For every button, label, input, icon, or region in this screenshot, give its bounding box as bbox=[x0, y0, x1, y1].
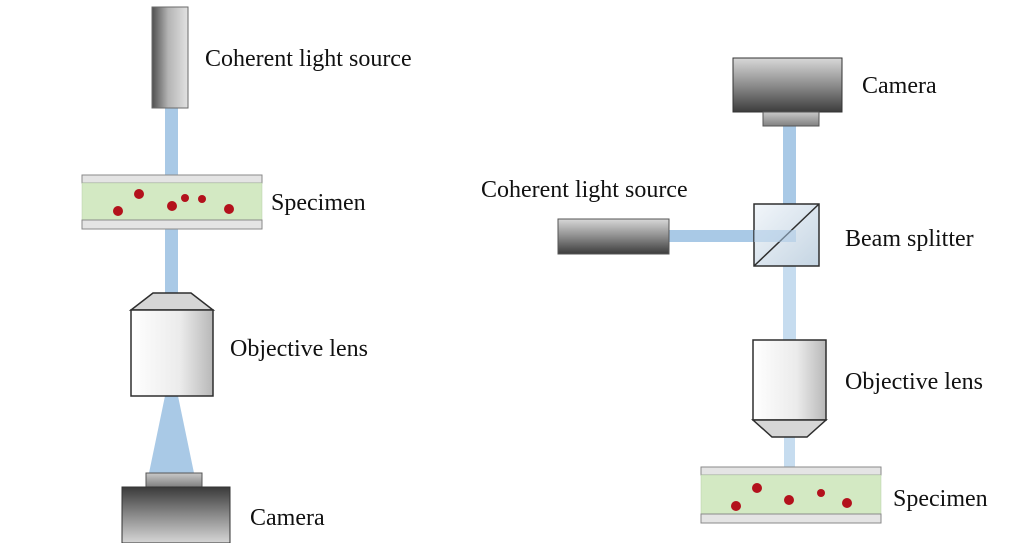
left-beam-specimen-to-lens bbox=[165, 229, 178, 293]
right-beam-splitter-to-lens bbox=[783, 266, 796, 340]
particle bbox=[842, 498, 852, 508]
left-objective-lens-label: Objective lens bbox=[230, 336, 368, 362]
particle bbox=[224, 204, 234, 214]
right-objective-lens-label: Objective lens bbox=[845, 369, 983, 395]
left-specimen-top-glass bbox=[81, 174, 263, 184]
left-setup: Coherent light source Specimen Objective… bbox=[81, 6, 412, 543]
right-light-source-label: Coherent light source bbox=[481, 177, 688, 203]
right-beam-source-to-splitter bbox=[669, 230, 754, 242]
particle bbox=[731, 501, 741, 511]
particle bbox=[752, 483, 762, 493]
left-specimen bbox=[81, 174, 263, 230]
right-setup: Camera Coherent light source Beam splitt… bbox=[481, 57, 988, 524]
right-specimen-medium bbox=[700, 474, 882, 515]
left-objective-lens-icon bbox=[128, 292, 216, 397]
left-camera-label: Camera bbox=[250, 505, 325, 531]
left-specimen-bottom-glass bbox=[81, 219, 263, 230]
right-beam-lens-to-specimen bbox=[784, 437, 795, 467]
right-camera-icon bbox=[732, 57, 843, 127]
right-light-source-icon bbox=[557, 218, 670, 255]
particle bbox=[134, 189, 144, 199]
right-specimen-label: Specimen bbox=[893, 486, 988, 512]
left-beam-lens-to-camera bbox=[149, 396, 194, 473]
beam-splitter-label: Beam splitter bbox=[845, 226, 974, 252]
particle bbox=[198, 195, 206, 203]
right-specimen-top-glass bbox=[700, 466, 882, 476]
right-specimen-bottom-glass bbox=[700, 513, 882, 524]
left-light-source-icon bbox=[151, 6, 189, 109]
particle bbox=[167, 201, 177, 211]
right-specimen bbox=[700, 466, 882, 524]
beam-splitter-icon bbox=[753, 203, 820, 267]
particle bbox=[113, 206, 123, 216]
right-objective-lens-icon bbox=[751, 339, 828, 438]
particle bbox=[784, 495, 794, 505]
particle bbox=[817, 489, 825, 497]
left-beam-source-to-specimen bbox=[165, 108, 178, 175]
left-camera-icon bbox=[121, 472, 231, 543]
right-beam-splitter-to-camera bbox=[783, 126, 796, 204]
particle bbox=[181, 194, 189, 202]
right-camera-label: Camera bbox=[862, 73, 937, 99]
left-light-source-label: Coherent light source bbox=[205, 46, 412, 72]
left-specimen-label: Specimen bbox=[271, 190, 366, 216]
